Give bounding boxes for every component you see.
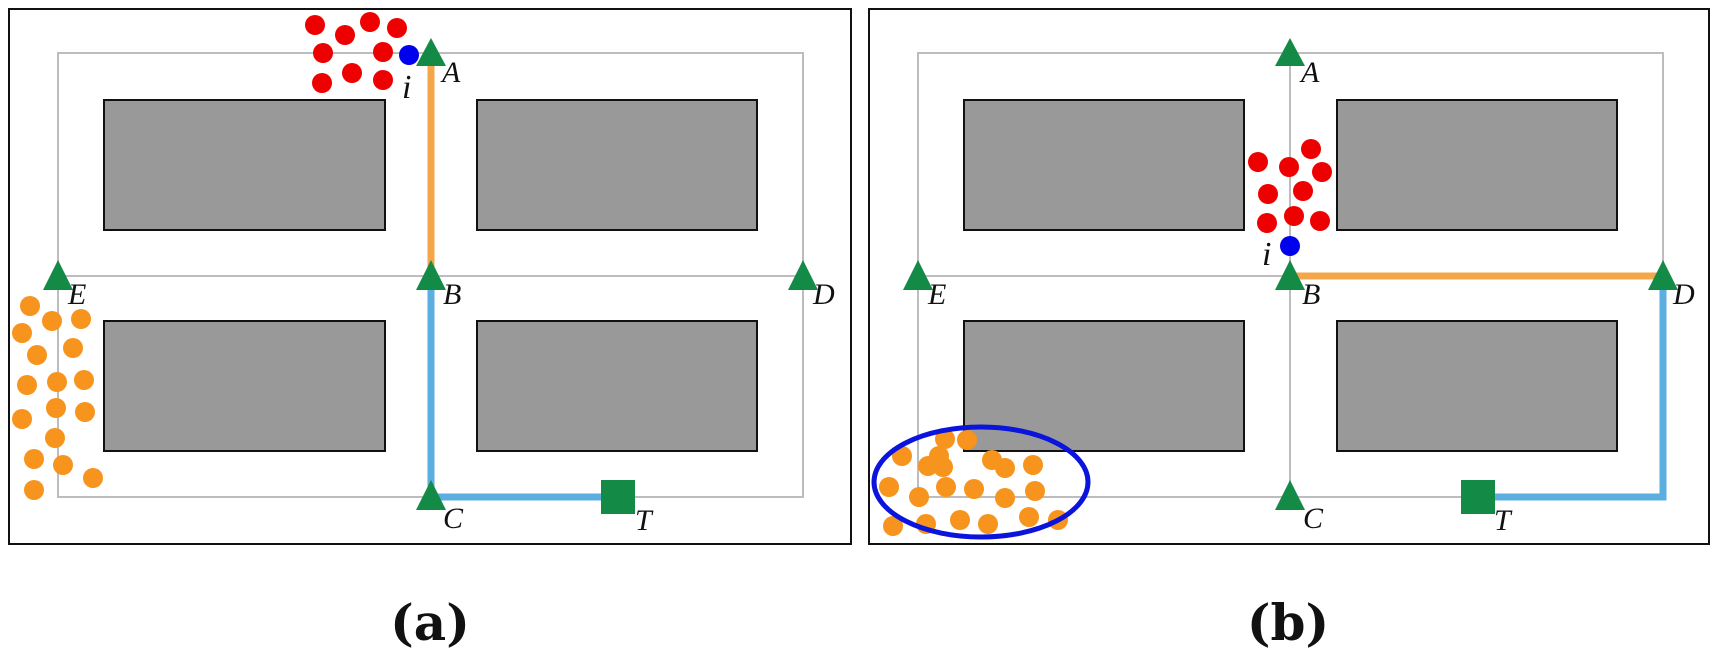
node-label-B: B bbox=[1302, 278, 1320, 311]
node-label-T: T bbox=[635, 504, 654, 537]
orange-agent-group bbox=[12, 296, 103, 500]
node-E bbox=[903, 260, 933, 290]
building-blocks bbox=[103, 99, 758, 452]
building-blocks bbox=[963, 99, 1618, 452]
panel-a: i A B C D E T (a) bbox=[8, 8, 852, 652]
agent-i bbox=[1280, 236, 1300, 256]
building-block bbox=[103, 99, 386, 231]
panel-b: i A B C D E T (b) bbox=[868, 8, 1710, 652]
node-label-E: E bbox=[67, 278, 86, 311]
node-B bbox=[416, 260, 446, 290]
node-label-A: A bbox=[1299, 56, 1320, 89]
agent-label-i: i bbox=[1262, 236, 1271, 273]
node-E bbox=[43, 260, 73, 290]
node-label-C: C bbox=[1303, 502, 1324, 535]
nodes bbox=[903, 38, 1678, 510]
node-label-A: A bbox=[440, 56, 461, 89]
node-C bbox=[416, 480, 446, 510]
node-label-E: E bbox=[927, 278, 946, 311]
panel-caption: (b) bbox=[1247, 593, 1329, 652]
blue-path bbox=[1478, 276, 1667, 501]
node-C bbox=[1275, 480, 1305, 510]
node-A bbox=[1275, 38, 1305, 66]
building-block bbox=[103, 320, 386, 452]
building-block bbox=[963, 320, 1245, 452]
target-T bbox=[601, 480, 635, 514]
node-label-D: D bbox=[812, 278, 835, 311]
highlight-ellipse bbox=[871, 424, 1091, 540]
node-label-B: B bbox=[443, 278, 461, 311]
building-block bbox=[963, 99, 1245, 231]
node-label-T: T bbox=[1494, 504, 1513, 537]
node-D bbox=[788, 260, 818, 290]
node-label-D: D bbox=[1672, 278, 1695, 311]
building-block bbox=[1336, 320, 1618, 452]
node-B bbox=[1275, 260, 1305, 290]
nodes bbox=[43, 38, 818, 510]
agent-label-i: i bbox=[402, 69, 411, 106]
agent-i bbox=[399, 45, 419, 65]
red-agent-group bbox=[1248, 139, 1332, 233]
node-D bbox=[1648, 260, 1678, 290]
building-block bbox=[1336, 99, 1618, 231]
node-A bbox=[416, 38, 446, 66]
building-block bbox=[476, 99, 758, 231]
panel-caption: (a) bbox=[390, 593, 470, 652]
red-agent-group bbox=[305, 12, 407, 93]
building-block bbox=[476, 320, 758, 452]
node-label-C: C bbox=[443, 502, 464, 535]
target-T bbox=[1461, 480, 1495, 514]
